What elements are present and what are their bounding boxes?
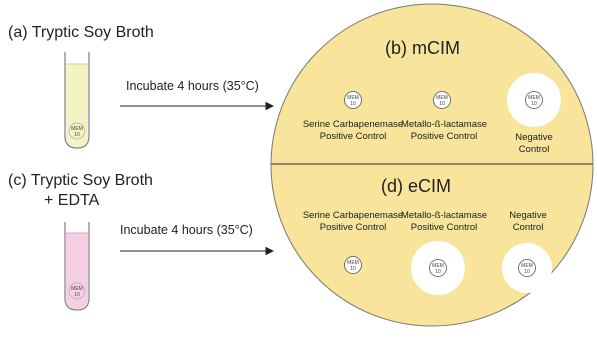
mem-disk-icon <box>344 91 362 109</box>
arrow-bottom-caption: Incubate 4 hours (35°C) <box>120 223 253 237</box>
disk-bottom-3: MEM 10 <box>518 259 536 277</box>
mem-disk-icon <box>433 91 451 109</box>
disk-top-2: MEM 10 <box>433 91 451 109</box>
disk-label: MEM <box>436 95 448 101</box>
disk-label: 10 <box>350 101 356 107</box>
mem-disk-icon <box>344 256 362 274</box>
disk-label: MEM <box>347 260 359 266</box>
disk-top-3: MEM 10 <box>525 91 543 109</box>
arrow-top-caption: Incubate 4 hours (35°C) <box>126 79 259 93</box>
mem-disk-icon <box>68 282 86 300</box>
disk-label: 10 <box>435 269 441 275</box>
disk-label: MEM <box>347 95 359 101</box>
plate-title-mcim: (b) mCIM <box>385 38 460 58</box>
disk-label: MEM <box>432 263 444 269</box>
panel-c-label-line1: (c) Tryptic Soy Broth <box>8 172 153 189</box>
disk-label: 10 <box>531 101 537 107</box>
mem-disk-icon <box>518 259 536 277</box>
mem-disk-icon <box>429 259 447 277</box>
disk-top-1: MEM 10 <box>344 91 362 109</box>
plate-title-ecim: (d) eCIM <box>381 176 452 196</box>
disk-text-1: MEM <box>71 126 83 132</box>
disk-label: MEM <box>528 95 540 101</box>
disk-label: 10 <box>350 266 356 272</box>
tube-tsb: MEM 10 <box>64 52 90 149</box>
disk-bottom-2: MEM 10 <box>429 259 447 277</box>
disk-text-2: 10 <box>74 132 80 138</box>
panel-c-label-line2: + EDTA <box>44 192 100 209</box>
mem-disk-icon <box>525 91 543 109</box>
disk-text-2: 10 <box>74 292 80 298</box>
disk-label: 10 <box>524 269 530 275</box>
panel-a-label: (a) Tryptic Soy Broth <box>8 24 154 41</box>
tube-tsb-edta: MEM 10 <box>64 222 90 311</box>
disk-label: 10 <box>439 101 445 107</box>
disk-label: MEM <box>521 263 533 269</box>
mem-disk-icon <box>68 122 86 140</box>
disk-text-1: MEM <box>71 286 83 292</box>
disk-bottom-1: MEM 10 <box>344 256 362 274</box>
